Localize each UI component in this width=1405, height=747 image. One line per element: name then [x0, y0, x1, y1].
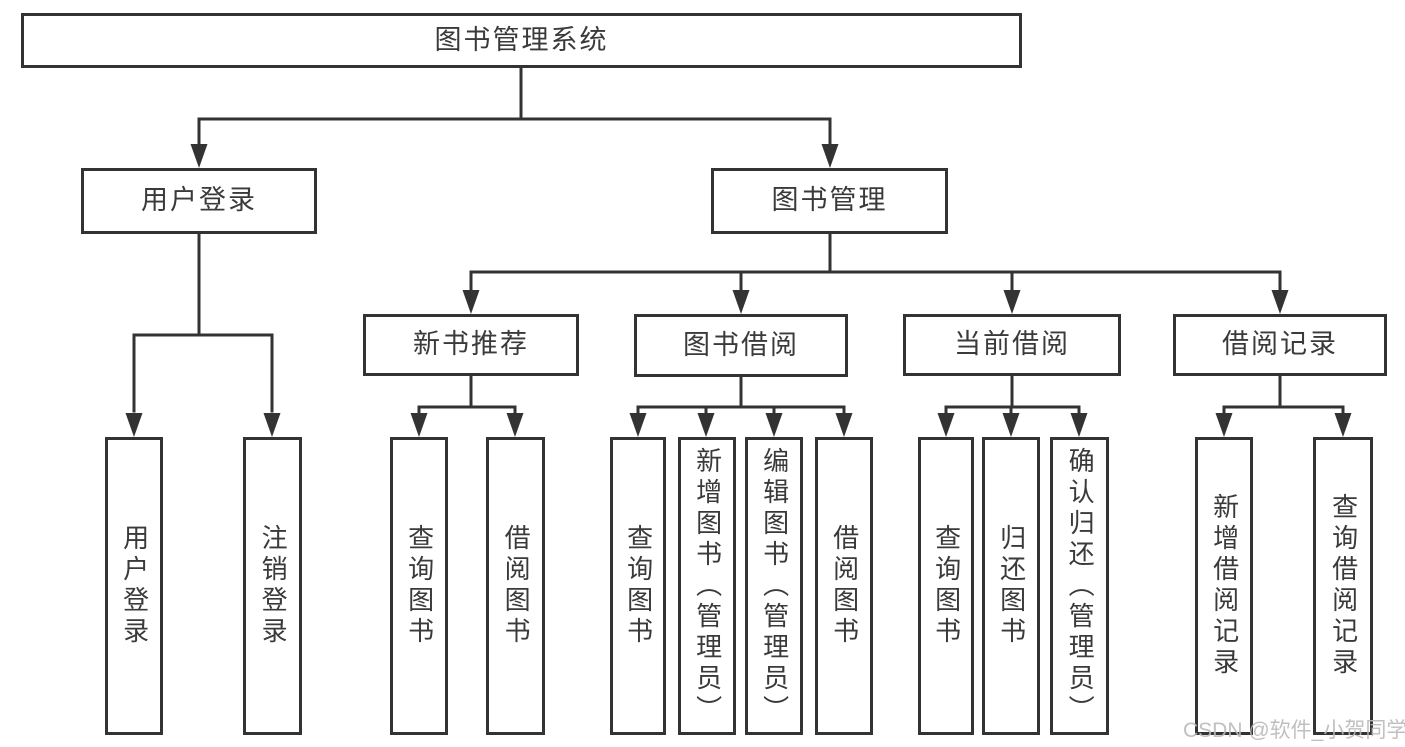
arrow-down-icon [697, 413, 715, 437]
connector-current-borrow-to-leaves [937, 372, 1088, 437]
leaf-query-books-recommend: 查询图书 [390, 437, 448, 735]
arrow-down-icon [1215, 413, 1233, 437]
connector-root-to-level2 [190, 64, 839, 168]
arrow-down-icon [410, 413, 428, 437]
leaf-query-books-borrow-label: 查询图书 [623, 524, 654, 648]
leaf-query-borrow-record-label: 查询借阅记录 [1328, 493, 1359, 679]
leaf-query-books-recommend-label: 查询图书 [404, 524, 435, 648]
arrow-down-icon [835, 413, 853, 437]
leaf-borrow-books-recommend-label: 借阅图书 [501, 524, 532, 648]
leaf-confirm-return-admin: 确认归还（管理员） [1050, 437, 1109, 735]
leaf-edit-book-admin: 编辑图书（管理员） [745, 437, 803, 735]
leaf-add-borrow-record-label: 新增借阅记录 [1209, 493, 1240, 679]
leaf-user-login: 用户登录 [105, 437, 163, 735]
arrow-down-icon [1271, 290, 1289, 314]
node-borrow-records: 借阅记录 [1173, 314, 1387, 376]
arrow-down-icon [765, 413, 783, 437]
arrow-down-icon [1002, 413, 1020, 437]
connector-book-borrow-to-leaves [629, 372, 853, 437]
leaf-add-borrow-record: 新增借阅记录 [1195, 437, 1253, 735]
arrow-down-icon [937, 413, 955, 437]
node-new-book-recommend: 新书推荐 [363, 314, 579, 376]
leaf-edit-book-admin-label: 编辑图书（管理员） [759, 446, 790, 726]
leaf-return-books: 归还图书 [982, 437, 1040, 735]
leaf-borrow-books: 借阅图书 [815, 437, 873, 735]
node-borrow-records-label: 借阅记录 [1222, 329, 1338, 360]
arrow-down-icon [506, 413, 524, 437]
arrow-down-icon [125, 413, 143, 437]
arrow-down-icon [190, 144, 208, 168]
leaf-borrow-books-label: 借阅图书 [829, 524, 860, 648]
leaf-query-books-current: 查询图书 [918, 437, 974, 735]
arrow-down-icon [629, 413, 647, 437]
leaf-query-books-borrow: 查询图书 [610, 437, 666, 735]
arrow-down-icon [1003, 290, 1021, 314]
node-root: 图书管理系统 [21, 13, 1022, 68]
leaf-confirm-return-admin-label: 确认归还（管理员） [1065, 446, 1096, 726]
node-user-login-label: 用户登录 [141, 185, 257, 216]
leaf-borrow-books-recommend: 借阅图书 [486, 437, 545, 735]
connector-book-mgmt-to-level3 [462, 230, 1289, 314]
connector-borrow-records-to-leaves [1215, 372, 1352, 437]
arrow-down-icon [732, 290, 750, 314]
node-new-book-recommend-label: 新书推荐 [413, 329, 529, 360]
leaf-query-books-current-label: 查询图书 [931, 524, 962, 648]
leaf-user-login-label: 用户登录 [119, 524, 150, 648]
watermark: CSDN @软件_小贺同学 [1183, 719, 1405, 742]
leaf-add-book-admin: 新增图书（管理员） [678, 437, 736, 735]
leaf-return-books-label: 归还图书 [996, 524, 1027, 648]
node-root-label: 图书管理系统 [434, 24, 609, 55]
leaf-logout-label: 注销登录 [258, 524, 289, 648]
node-book-management: 图书管理 [711, 168, 948, 234]
arrow-down-icon [263, 413, 281, 437]
node-current-borrow: 当前借阅 [903, 314, 1121, 376]
node-current-borrow-label: 当前借阅 [954, 329, 1070, 360]
connector-user-login-to-leaves [125, 230, 281, 437]
arrow-down-icon [821, 144, 839, 168]
arrow-down-icon [1070, 413, 1088, 437]
node-book-borrow: 图书借阅 [634, 314, 848, 377]
arrow-down-icon [462, 290, 480, 314]
leaf-logout: 注销登录 [243, 437, 302, 735]
arrow-down-icon [1334, 413, 1352, 437]
leaf-query-borrow-record: 查询借阅记录 [1313, 437, 1373, 735]
node-book-borrow-label: 图书借阅 [683, 329, 799, 360]
node-user-login: 用户登录 [81, 168, 317, 234]
connector-new-book-to-leaves [410, 372, 524, 437]
node-book-management-label: 图书管理 [771, 185, 888, 216]
leaf-add-book-admin-label: 新增图书（管理员） [692, 446, 723, 726]
